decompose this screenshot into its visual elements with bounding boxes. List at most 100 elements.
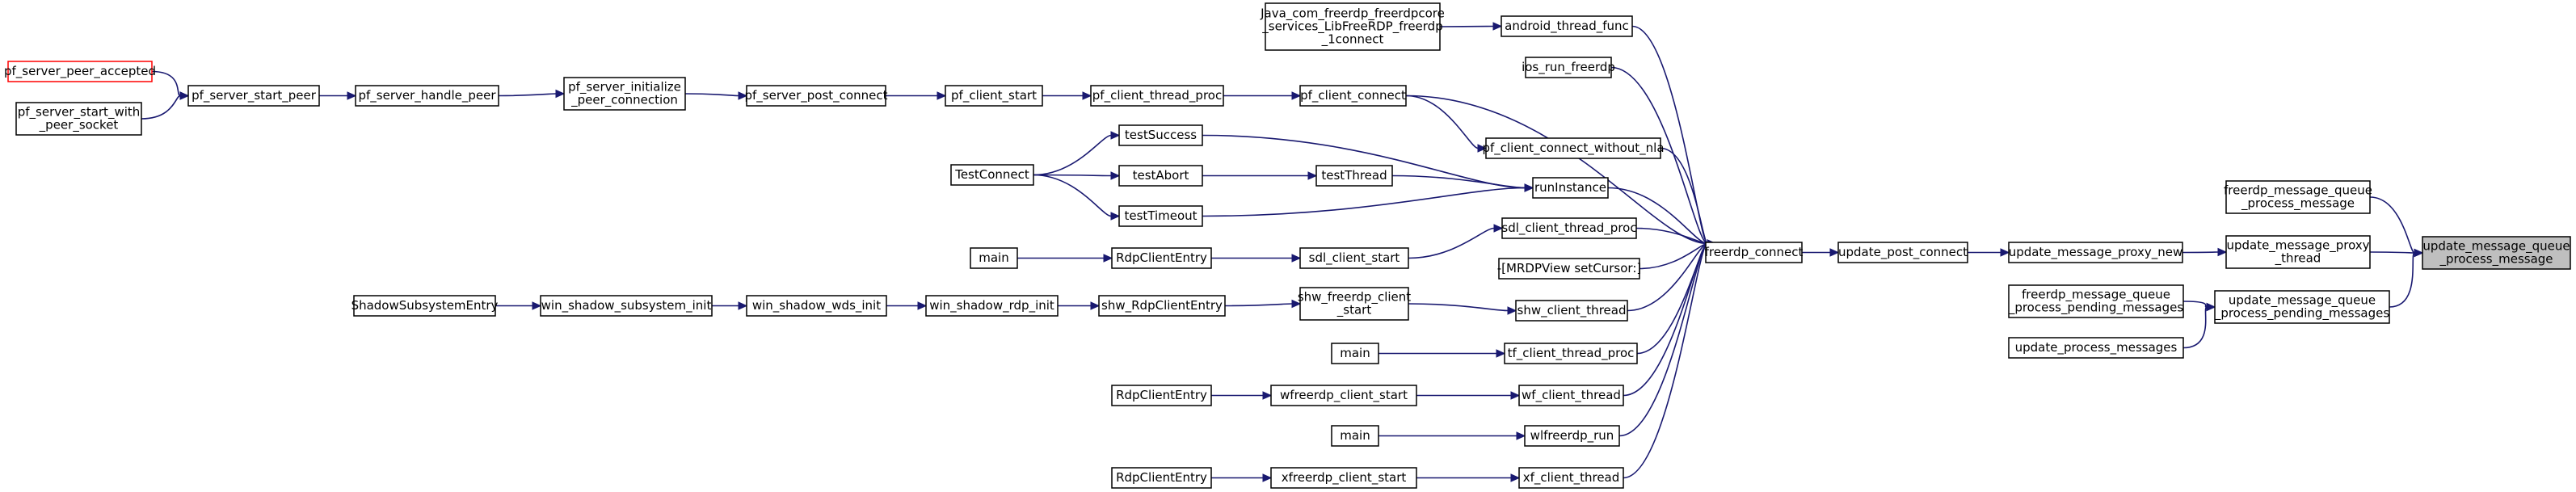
node-pf_server_post_connect[interactable]: pf_server_post_connect	[745, 85, 888, 107]
node-box-pf_client_start[interactable]	[945, 85, 1043, 107]
node-testSuccess[interactable]: testSuccess	[1118, 124, 1203, 146]
node-freerdp_connect[interactable]: freerdp_connect	[1705, 242, 1804, 263]
node-shw_RdpClientEntry[interactable]: shw_RdpClientEntry	[1098, 295, 1226, 317]
node-box-win_shadow_subsystem_init[interactable]	[540, 295, 713, 317]
node-box-update_post_connect[interactable]	[1837, 242, 1968, 263]
node-box-xf_client_thread[interactable]	[1518, 467, 1624, 489]
node-box-pf_server_start_peer[interactable]	[187, 85, 320, 107]
node-box-fmq_process_message[interactable]	[2225, 180, 2371, 214]
node-wlfreerdp_run[interactable]: wlfreerdp_run	[1524, 425, 1620, 447]
node-box-shw_freerdp_client_start[interactable]	[1299, 287, 1409, 321]
node-box-TestConnect[interactable]	[950, 164, 1034, 186]
node-box-pf_server_initialize_peer_connection[interactable]	[563, 77, 686, 111]
node-xf_client_thread[interactable]: xf_client_thread	[1518, 467, 1624, 489]
node-box-testSuccess[interactable]	[1118, 124, 1203, 146]
node-ios_run_freerdp[interactable]: ios_run_freerdp	[1522, 57, 1615, 78]
node-testThread[interactable]: testThread	[1315, 165, 1393, 187]
node-runInstance[interactable]: runInstance	[1532, 177, 1609, 199]
node-box-sdl_client_thread_proc[interactable]	[1501, 217, 1637, 239]
node-umq_process_pending[interactable]: update_message_queue_process_pending_mes…	[2214, 290, 2390, 324]
node-box-java_connect[interactable]	[1265, 2, 1441, 51]
node-box-RdpClientEntry_sdl[interactable]	[1111, 247, 1212, 269]
node-box-freerdp_connect[interactable]	[1705, 242, 1803, 263]
node-box-pf_server_handle_peer[interactable]	[355, 85, 499, 107]
node-wf_client_thread[interactable]: wf_client_thread	[1518, 385, 1624, 406]
node-box-wfreerdp_client_start[interactable]	[1270, 385, 1417, 406]
node-box-umq_process_pending[interactable]	[2214, 290, 2390, 324]
node-shw_freerdp_client_start[interactable]: shw_freerdp_client_start	[1298, 287, 1411, 321]
node-box-target[interactable]	[2422, 236, 2571, 270]
node-box-tf_client_thread_proc[interactable]	[1504, 343, 1638, 364]
node-box-ump_new[interactable]	[2008, 242, 2183, 263]
node-box-main_sdl[interactable]	[970, 247, 1018, 269]
node-pf_server_handle_peer[interactable]: pf_server_handle_peer	[355, 85, 499, 107]
node-fmq_process_message[interactable]: freerdp_message_queue_process_message	[2224, 180, 2372, 214]
node-sdl_client_start[interactable]: sdl_client_start	[1299, 247, 1409, 269]
node-shw_client_thread[interactable]: shw_client_thread	[1515, 300, 1628, 322]
node-box-mrdpview_setcursor[interactable]	[1498, 258, 1640, 280]
node-box-xfreerdp_client_start[interactable]	[1270, 467, 1417, 489]
node-box-pf_server_start_with_peer_socket[interactable]	[15, 102, 142, 136]
node-box-main_wl[interactable]	[1331, 425, 1379, 447]
node-win_shadow_subsystem_init[interactable]: win_shadow_subsystem_init	[540, 295, 713, 317]
node-box-update_process_messages[interactable]	[2008, 337, 2184, 359]
node-box-ShadowSubsystemEntry[interactable]	[353, 295, 496, 317]
node-ShadowSubsystemEntry[interactable]: ShadowSubsystemEntry	[351, 295, 499, 317]
node-xfreerdp_client_start[interactable]: xfreerdp_client_start	[1270, 467, 1417, 489]
node-box-runInstance[interactable]	[1532, 177, 1609, 199]
node-box-testAbort[interactable]	[1118, 165, 1203, 187]
node-box-ump_thread[interactable]	[2225, 235, 2371, 269]
node-main_tf[interactable]: main	[1331, 343, 1379, 364]
node-wfreerdp_client_start[interactable]: wfreerdp_client_start	[1270, 385, 1417, 406]
node-pf_server_start_with_peer_socket[interactable]: pf_server_start_with_peer_socket	[15, 102, 142, 136]
node-win_shadow_wds_init[interactable]: win_shadow_wds_init	[746, 295, 887, 317]
node-main_wl[interactable]: main	[1331, 425, 1379, 447]
node-ump_thread[interactable]: update_message_proxy_thread	[2225, 235, 2371, 269]
node-testTimeout[interactable]: testTimeout	[1118, 205, 1203, 227]
node-box-win_shadow_rdp_init[interactable]	[925, 295, 1059, 317]
node-pf_server_peer_accepted[interactable]: pf_server_peer_accepted	[4, 61, 156, 82]
node-update_process_messages[interactable]: update_process_messages	[2008, 337, 2184, 359]
node-fmq_process_pending[interactable]: freerdp_message_queue_process_pending_me…	[2008, 284, 2184, 318]
node-pf_client_start[interactable]: pf_client_start	[945, 85, 1043, 107]
node-box-ios_run_freerdp[interactable]	[1525, 57, 1612, 78]
node-box-pf_client_thread_proc[interactable]	[1090, 85, 1224, 107]
node-android_thread_func[interactable]: android_thread_func	[1501, 15, 1633, 37]
node-target[interactable]: update_message_queue_process_message	[2422, 236, 2571, 270]
node-box-pf_client_connect[interactable]	[1299, 85, 1407, 107]
node-sdl_client_thread_proc[interactable]: sdl_client_thread_proc	[1501, 217, 1637, 239]
node-main_sdl[interactable]: main	[970, 247, 1018, 269]
node-box-pf_server_post_connect[interactable]	[746, 85, 886, 107]
node-box-win_shadow_wds_init[interactable]	[746, 295, 887, 317]
node-box-pf_server_peer_accepted[interactable]	[7, 61, 153, 82]
node-mrdpview_setcursor[interactable]: -[MRDPView setCursor:]	[1497, 258, 1641, 280]
node-update_post_connect[interactable]: update_post_connect	[1837, 242, 1968, 263]
node-tf_client_thread_proc[interactable]: tf_client_thread_proc	[1504, 343, 1638, 364]
node-box-shw_client_thread[interactable]	[1515, 300, 1628, 322]
node-box-RdpClientEntry_xf[interactable]	[1111, 467, 1212, 489]
node-box-wlfreerdp_run[interactable]	[1524, 425, 1620, 447]
node-ump_new[interactable]: update_message_proxy_new	[2008, 242, 2183, 263]
node-RdpClientEntry_wf[interactable]: RdpClientEntry	[1111, 385, 1212, 406]
node-pf_server_start_peer[interactable]: pf_server_start_peer	[187, 85, 320, 107]
node-win_shadow_rdp_init[interactable]: win_shadow_rdp_init	[925, 295, 1059, 317]
node-box-shw_RdpClientEntry[interactable]	[1098, 295, 1226, 317]
node-RdpClientEntry_xf[interactable]: RdpClientEntry	[1111, 467, 1212, 489]
node-box-wf_client_thread[interactable]	[1518, 385, 1624, 406]
node-box-android_thread_func[interactable]	[1501, 15, 1633, 37]
node-pf_client_thread_proc[interactable]: pf_client_thread_proc	[1090, 85, 1224, 107]
node-pf_server_initialize_peer_connection[interactable]: pf_server_initialize_peer_connection	[563, 77, 686, 111]
node-box-main_tf[interactable]	[1331, 343, 1379, 364]
node-RdpClientEntry_sdl[interactable]: RdpClientEntry	[1111, 247, 1212, 269]
node-box-pf_client_connect_without_nla[interactable]	[1485, 137, 1661, 159]
node-box-fmq_process_pending[interactable]	[2008, 284, 2184, 318]
node-java_connect[interactable]: Java_com_freerdp_freerdpcore_services_Li…	[1260, 2, 1445, 51]
node-box-RdpClientEntry_wf[interactable]	[1111, 385, 1212, 406]
node-box-sdl_client_start[interactable]	[1299, 247, 1409, 269]
node-box-testTimeout[interactable]	[1118, 205, 1203, 227]
node-testAbort[interactable]: testAbort	[1118, 165, 1203, 187]
node-TestConnect[interactable]: TestConnect	[950, 164, 1034, 186]
node-pf_client_connect_without_nla[interactable]: pf_client_connect_without_nla	[1482, 137, 1665, 159]
node-box-testThread[interactable]	[1315, 165, 1393, 187]
node-pf_client_connect[interactable]: pf_client_connect	[1299, 85, 1407, 107]
